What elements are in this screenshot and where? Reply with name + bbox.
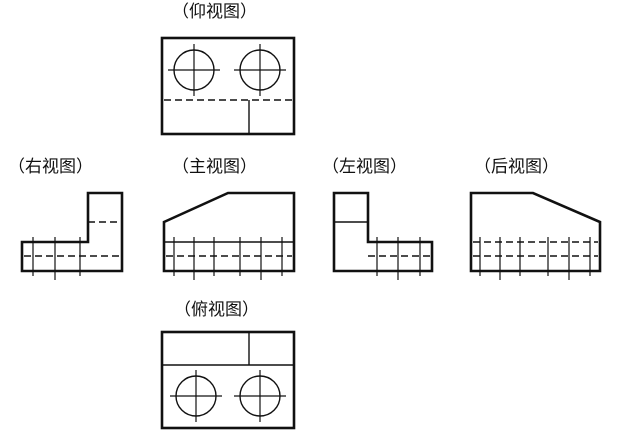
- left-view: [332, 191, 434, 280]
- rear-view: [469, 191, 602, 280]
- label-top-view: （俯视图）: [174, 300, 259, 320]
- label-left-view: （左视图）: [322, 157, 407, 177]
- label-bottom-view: （仰视图）: [172, 2, 257, 22]
- front-view: [162, 191, 296, 280]
- top-view-hole-right: [234, 370, 286, 422]
- top-view-hole-left: [170, 370, 222, 422]
- right-view: [20, 191, 124, 280]
- top-view: [160, 330, 296, 430]
- label-rear-view: （后视图）: [474, 157, 559, 177]
- label-right-view: （右视图）: [8, 157, 93, 177]
- bottom-view-hole-left: [168, 44, 220, 96]
- label-front-view: （主视图）: [172, 157, 257, 177]
- bottom-view: [160, 36, 296, 136]
- bottom-view-hole-right: [234, 44, 286, 96]
